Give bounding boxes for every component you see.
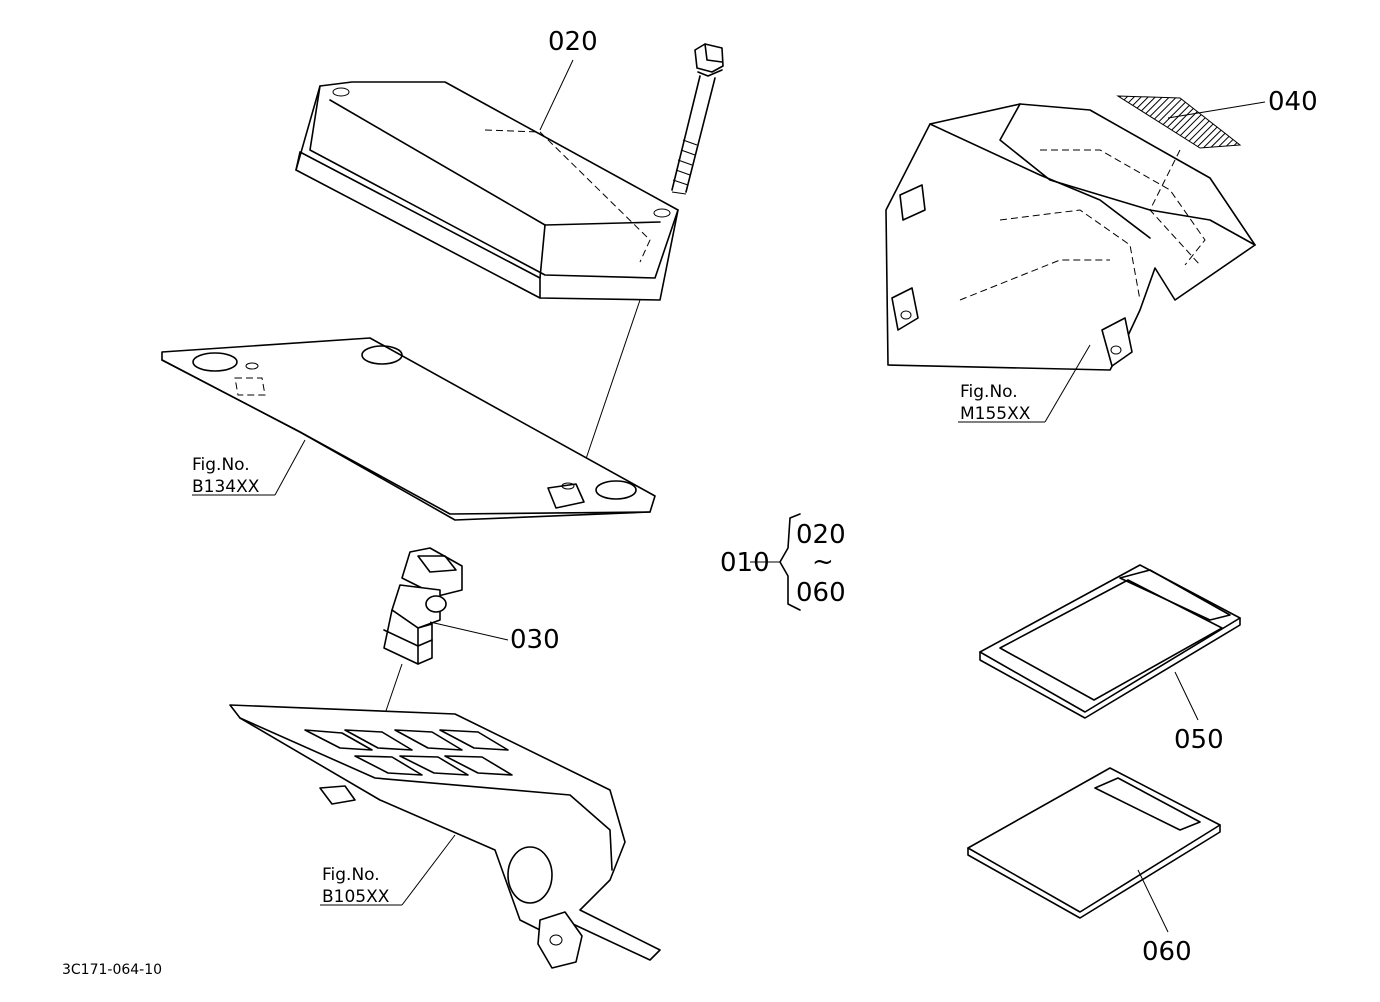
fig-code-m155: M155XX (960, 404, 1031, 424)
label-040: 040 (1268, 87, 1318, 117)
mounting-plate (161, 337, 656, 521)
label-050: 050 (1174, 725, 1224, 755)
manual-060-part (967, 767, 1221, 933)
fig-code-b105: B105XX (322, 887, 390, 907)
fig-caption-b134: Fig.No. (192, 455, 250, 475)
sticker-040-shape (1116, 95, 1242, 149)
label-030: 030 (510, 625, 560, 655)
fig-caption-m155: Fig.No. (960, 382, 1018, 402)
dashboard-cover (885, 95, 1266, 423)
label-020: 020 (548, 27, 598, 57)
range-start-label: 020 (796, 520, 846, 550)
range-end-label: 060 (796, 578, 846, 608)
fig-caption-b105: Fig.No. (322, 865, 380, 885)
part-group-bracket (750, 513, 801, 611)
drawing-number: 3C171-064-10 (62, 962, 162, 978)
controller-box-part (295, 81, 679, 301)
fig-code-b134: B134XX (192, 477, 260, 497)
range-tilde: ~ (812, 547, 834, 577)
manual-050-part (979, 564, 1241, 721)
switch-bracket (229, 704, 661, 969)
switch-connector-part (375, 547, 509, 741)
label-060: 060 (1142, 937, 1192, 967)
label-010: 010 (720, 548, 770, 578)
